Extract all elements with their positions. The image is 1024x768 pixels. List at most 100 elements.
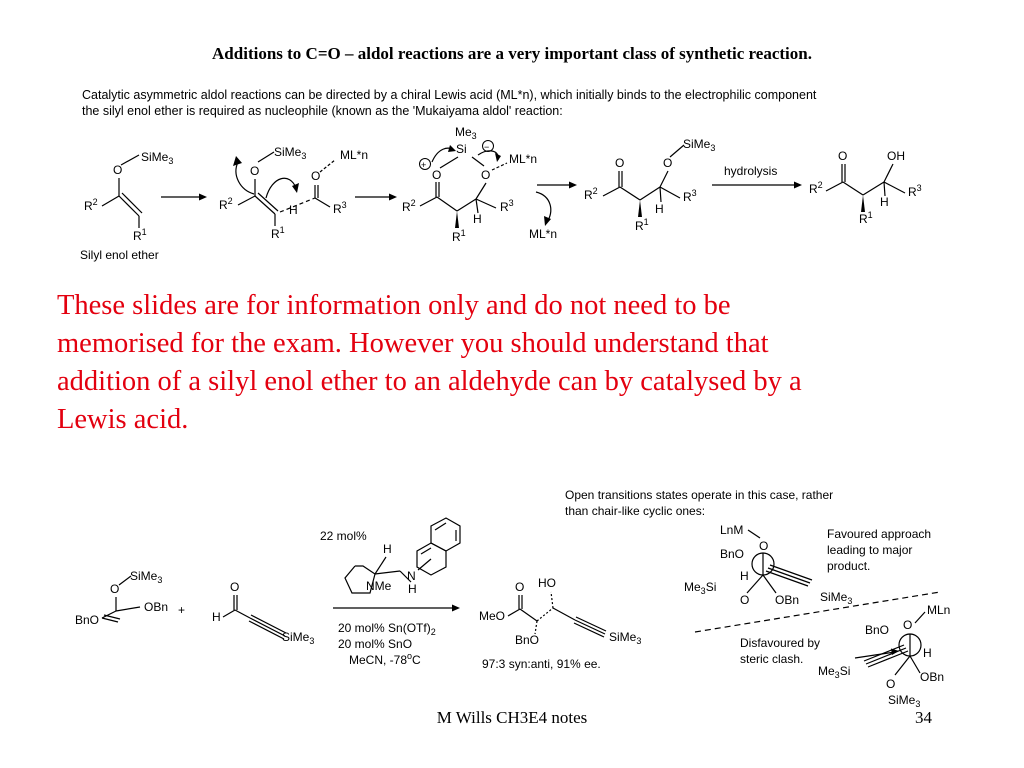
cyclic-intermediate-structure: Me3 Si O O R2 R1 H R3 ML*n + − ML*n <box>402 125 557 244</box>
svg-text:SiMe3: SiMe3 <box>820 590 852 606</box>
svg-text:MeCN, -78oC: MeCN, -78oC <box>349 651 421 667</box>
svg-text:O: O <box>113 163 122 177</box>
open-ts-line-1: Open transitions states operate in this … <box>565 488 833 502</box>
svg-text:H: H <box>880 195 889 209</box>
disfavoured-transition-state: MLn O BnO H Me3Si O OBn SiMe3 <box>818 603 950 709</box>
svg-text:MeO: MeO <box>479 609 505 623</box>
svg-text:O: O <box>311 169 320 183</box>
page-number: 34 <box>915 708 932 727</box>
favoured-transition-state: LnM O BnO H Me3Si O OBn SiMe3 <box>684 523 852 607</box>
svg-text:H: H <box>740 569 749 583</box>
svg-text:SiMe3: SiMe3 <box>141 150 173 166</box>
svg-text:ML*n: ML*n <box>509 152 537 166</box>
svg-text:H: H <box>473 212 482 226</box>
diamine-catalyst-structure: 22 mol% H NMe N H <box>320 517 461 596</box>
svg-text:+: + <box>178 603 185 617</box>
svg-text:SiMe3: SiMe3 <box>609 630 641 646</box>
svg-text:BnO: BnO <box>75 613 99 627</box>
svg-text:BnO: BnO <box>865 623 889 637</box>
svg-text:R3: R3 <box>333 200 347 216</box>
svg-text:H: H <box>212 610 221 624</box>
svg-text:R1: R1 <box>635 217 649 233</box>
svg-text:ML*n: ML*n <box>529 227 557 241</box>
svg-text:R1: R1 <box>859 210 873 226</box>
svg-text:R1: R1 <box>271 225 285 241</box>
disfavoured-line-2: steric clash. <box>740 652 803 666</box>
note-line-2: memorised for the exam. However you shou… <box>57 328 769 359</box>
footer-author: M Wills CH3E4 notes <box>436 708 588 727</box>
svg-text:MLn: MLn <box>927 603 950 617</box>
svg-text:R2: R2 <box>84 197 98 213</box>
svg-text:NMe: NMe <box>366 579 392 593</box>
svg-text:O: O <box>515 580 524 594</box>
svg-text:O: O <box>110 582 119 596</box>
favoured-line-1: Favoured approach <box>827 527 931 541</box>
svg-text:O: O <box>886 677 895 691</box>
svg-text:H: H <box>383 542 392 556</box>
intro-line-2: the silyl enol ether is required as nucl… <box>82 104 563 118</box>
svg-text:20 mol% SnO: 20 mol% SnO <box>338 637 412 651</box>
ketene-silyl-acetal-structure: SiMe3 O OBn BnO + <box>75 569 185 627</box>
hydrolysis-label: hydrolysis <box>724 164 777 178</box>
svg-text:O: O <box>903 618 912 632</box>
svg-text:O: O <box>615 156 624 170</box>
svg-text:R1: R1 <box>452 228 466 244</box>
svg-text:Me3: Me3 <box>455 125 477 141</box>
svg-text:O: O <box>663 156 672 170</box>
ynal-structure: O H SiMe3 <box>212 580 314 646</box>
svg-text:+: + <box>421 160 426 170</box>
svg-text:R3: R3 <box>683 188 697 204</box>
svg-text:SiMe3: SiMe3 <box>282 630 314 646</box>
svg-text:OBn: OBn <box>144 600 168 614</box>
note-line-1: These slides are for information only an… <box>57 290 731 321</box>
svg-text:SiMe3: SiMe3 <box>683 137 715 153</box>
silyl-enol-ether-caption: Silyl enol ether <box>80 248 159 262</box>
svg-text:N: N <box>407 569 416 583</box>
svg-text:O: O <box>432 168 441 182</box>
svg-text:OH: OH <box>887 149 905 163</box>
silyl-aldol-product-structure: SiMe3 O O R2 R1 H R3 <box>584 137 715 233</box>
svg-text:SiMe3: SiMe3 <box>130 569 162 585</box>
catalyst-loading: 22 mol% <box>320 529 367 543</box>
svg-text:LnM: LnM <box>720 523 743 537</box>
silyl-enol-ether-structure: SiMe3 O R2 R1 Silyl enol ether <box>80 150 173 262</box>
svg-text:OBn: OBn <box>775 593 799 607</box>
intro-paragraph: Catalytic asymmetric aldol reactions can… <box>82 87 962 119</box>
svg-text:O: O <box>481 168 490 182</box>
svg-text:H: H <box>655 202 664 216</box>
svg-text:R2: R2 <box>402 198 416 214</box>
aldol-product-structure: O OH R2 R1 H R3 <box>809 149 922 226</box>
ts-divider <box>694 591 941 633</box>
svg-text:Me3Si: Me3Si <box>684 580 716 596</box>
svg-text:R1: R1 <box>133 227 147 243</box>
svg-text:R2: R2 <box>219 196 233 212</box>
svg-text:Me3Si: Me3Si <box>818 664 850 680</box>
svg-text:H: H <box>923 646 932 660</box>
svg-text:R3: R3 <box>908 183 922 199</box>
svg-text:R2: R2 <box>584 186 598 202</box>
svg-text:OBn: OBn <box>920 670 944 684</box>
enol-ether-attack-structure: SiMe3 O R2 R1 H O R3 ML*n <box>219 145 368 241</box>
open-ts-line-2: than chair-like cyclic ones: <box>565 504 705 518</box>
bottom-aldol-product-structure: O HO MeO BnO SiMe3 97:3 syn:anti, 91% ee… <box>479 576 641 671</box>
slide-title: Additions to C=O – aldol reactions are a… <box>212 44 812 63</box>
svg-text:BnO: BnO <box>720 547 744 561</box>
svg-text:Si: Si <box>456 142 467 156</box>
svg-text:20 mol% Sn(OTf)2: 20 mol% Sn(OTf)2 <box>338 621 436 637</box>
selectivity-result: 97:3 syn:anti, 91% ee. <box>482 657 601 671</box>
svg-text:O: O <box>740 593 749 607</box>
note-line-3: addition of a silyl enol ether to an ald… <box>57 366 802 397</box>
svg-text:ML*n: ML*n <box>340 148 368 162</box>
svg-text:O: O <box>838 149 847 163</box>
favoured-line-2: leading to major <box>827 543 912 557</box>
svg-text:R3: R3 <box>500 198 514 214</box>
disfavoured-line-1: Disfavoured by <box>740 636 820 650</box>
svg-text:O: O <box>230 580 239 594</box>
note-line-4: Lewis acid. <box>57 404 189 435</box>
svg-text:H: H <box>408 582 417 596</box>
svg-text:R2: R2 <box>809 180 823 196</box>
svg-text:SiMe3: SiMe3 <box>274 145 306 161</box>
svg-text:−: − <box>484 142 489 152</box>
svg-text:H: H <box>289 203 298 217</box>
